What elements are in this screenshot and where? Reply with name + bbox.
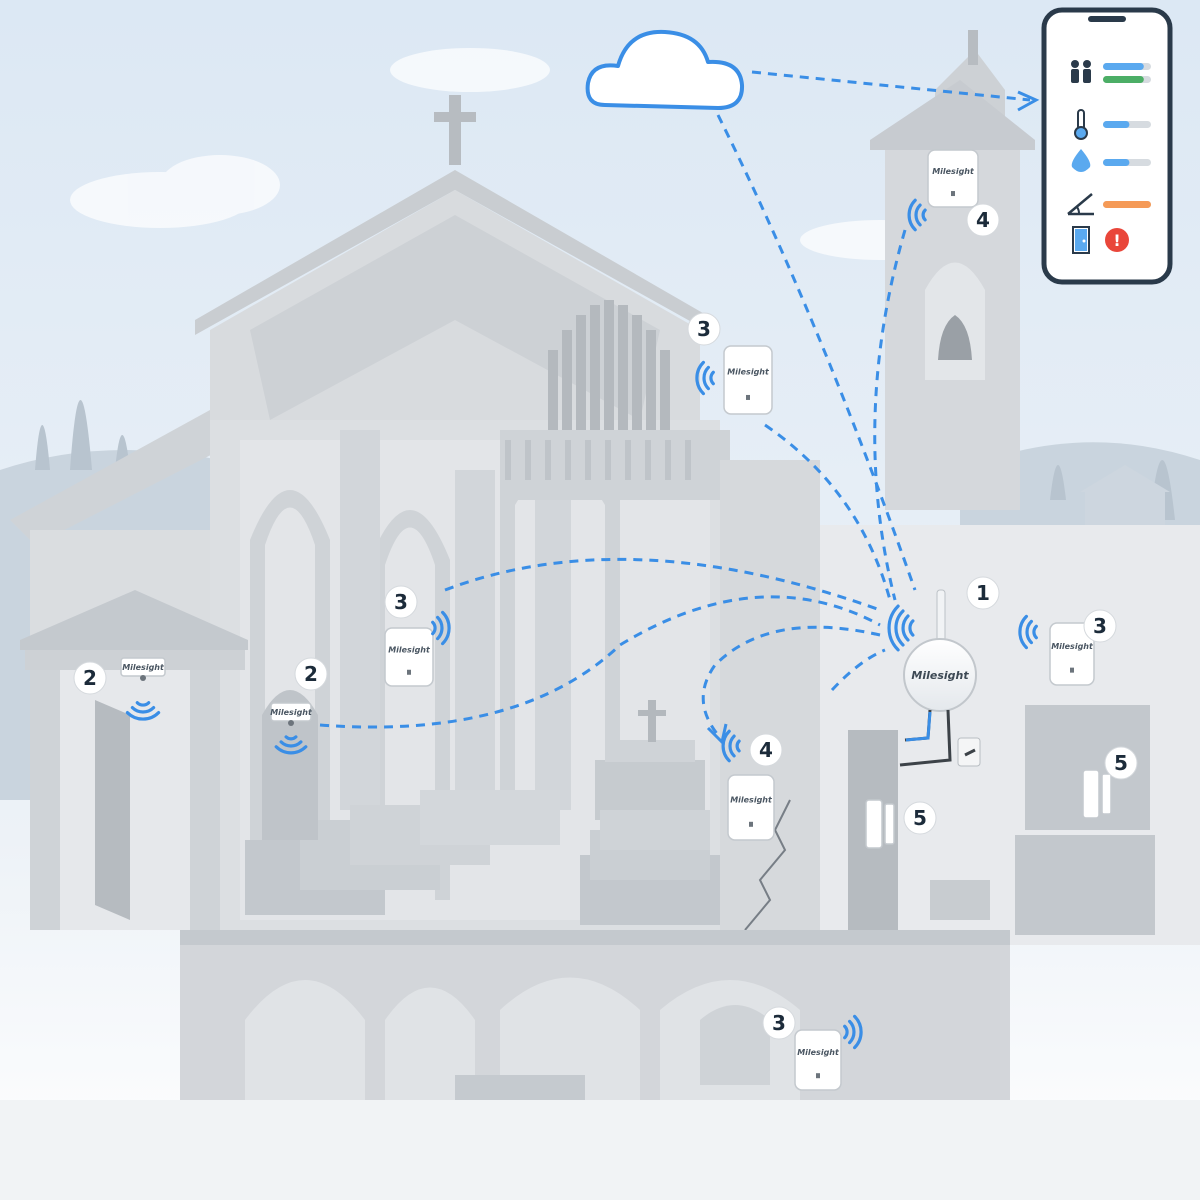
callout-door-sensor-sacristy: 5 (903, 801, 937, 835)
env-sensor-organ-loft: Milesight (723, 345, 773, 415)
arrow-into-phone (1017, 90, 1040, 112)
callout-env-sensor-organ-loft: 3 (687, 312, 721, 346)
env-sensor-nave: Milesight (384, 627, 434, 687)
tilt-sensor-wall-crack: Milesight (727, 774, 775, 841)
people-counter-side-door: Milesight (270, 702, 313, 726)
callout-tilt-sensor-bell-tower: 4 (966, 203, 1000, 237)
people-counter-entrance: Milesight (120, 657, 166, 681)
water-drop-icon (1071, 149, 1091, 172)
callout-number: 4 (759, 738, 773, 762)
phone-row: ! (1072, 226, 1129, 254)
signal-wave-sacristy (1018, 614, 1038, 650)
callout-number: 5 (913, 806, 927, 830)
callout-people-counter-side-door: 2 (294, 657, 328, 691)
signal-wave-tower (907, 198, 927, 232)
signal-waves-layer (125, 198, 1038, 1050)
metric-bar-fill (1103, 121, 1130, 128)
devices-layer: MilesightMilesightMilesightMilesightMile… (120, 149, 1112, 1091)
callout-env-sensor-sacristy: 3 (1083, 609, 1117, 643)
device-brand-label: Milesight (1051, 642, 1094, 651)
link-tower-sensor-to-gateway (873, 229, 907, 601)
thermometer-icon (1074, 109, 1088, 140)
callout-number: 5 (1114, 751, 1128, 775)
link-gateway-to-sacristy (830, 648, 886, 692)
signal-wave-crypt (843, 1014, 863, 1050)
phone-app: ! (1041, 7, 1173, 285)
church-cross (434, 95, 476, 165)
phone-row (1071, 149, 1151, 172)
link-cloud-to-gateway (716, 114, 917, 591)
device-brand-label: Milesight (122, 663, 165, 672)
phone-notch (1088, 16, 1126, 22)
phone-row (1074, 109, 1151, 140)
metric-bar-fill (1103, 201, 1151, 208)
metric-bar-fill (1103, 159, 1130, 166)
signal-wave-organ-loft (695, 360, 715, 396)
metric-bar-fill (1103, 63, 1144, 70)
callout-number: 2 (304, 662, 318, 686)
signal-wave-gateway (887, 604, 915, 652)
callout-tilt-sensor-wall-crack: 4 (749, 733, 783, 767)
callout-number: 3 (394, 590, 408, 614)
bell-tower (870, 30, 1035, 510)
entrance-porch (20, 590, 248, 930)
device-brand-label: Milesight (270, 708, 313, 717)
phone-metric-rows: ! (1067, 60, 1151, 254)
door-sensor-sacristy (865, 799, 895, 849)
door-sensor-cabinet (1082, 769, 1112, 819)
phone-row (1071, 60, 1151, 83)
device-brand-label: Milesight (730, 795, 773, 804)
wall-crack (744, 799, 791, 931)
callout-gateway: 1 (966, 576, 1000, 610)
env-sensor-crypt: Milesight (794, 1029, 842, 1091)
callout-number: 3 (697, 317, 711, 341)
link-gateway-to-crack-sensor (701, 625, 881, 736)
organ-loft (500, 300, 730, 500)
callout-number: 3 (1093, 614, 1107, 638)
device-brand-label: Milesight (932, 167, 975, 176)
env-sensor-sacristy: Milesight (1049, 622, 1095, 686)
signal-wave-people-side-door (274, 735, 308, 755)
link-cloud-to-phone (751, 70, 1031, 102)
lorawan-gateway: Milesight (899, 589, 977, 767)
gateway-brand-label: Milesight (911, 669, 969, 682)
side-door (262, 690, 318, 840)
crypt (0, 930, 1200, 1200)
callout-env-sensor-crypt: 3 (762, 1006, 796, 1040)
phone-row (1067, 193, 1151, 216)
device-brand-label: Milesight (797, 1048, 840, 1057)
alert-mark: ! (1113, 231, 1120, 250)
metric-bar-fill (1103, 76, 1144, 83)
callouts-layer: 1 2 2 3 3 3 3 4 4 5 5 (73, 203, 1138, 1040)
link-organ-sensor-to-gateway (764, 423, 892, 601)
callout-number: 2 (83, 666, 97, 690)
callout-number: 1 (976, 581, 990, 605)
device-brand-label: Milesight (727, 368, 770, 377)
signal-wave-env-nave (431, 610, 451, 646)
callout-number: 3 (772, 1011, 786, 1035)
signal-links (319, 70, 1031, 736)
door-icon (1072, 226, 1090, 254)
tilt-angle-icon (1067, 193, 1094, 216)
callout-people-counter-entrance: 2 (73, 661, 107, 695)
cloud-icon (585, 29, 745, 110)
signal-wave-crack-sensor (721, 729, 741, 763)
people-icon (1071, 60, 1091, 83)
pews (245, 790, 720, 925)
link-nave-sensor-to-gateway (444, 557, 881, 612)
callout-number: 4 (976, 208, 990, 232)
device-brand-label: Milesight (388, 645, 431, 654)
callout-env-sensor-nave: 3 (384, 585, 418, 619)
signal-wave-people-entrance (125, 701, 161, 721)
tilt-sensor-bell-tower: Milesight (927, 149, 979, 208)
callout-door-sensor-cabinet: 5 (1104, 746, 1138, 780)
alert-icon (1105, 228, 1129, 252)
